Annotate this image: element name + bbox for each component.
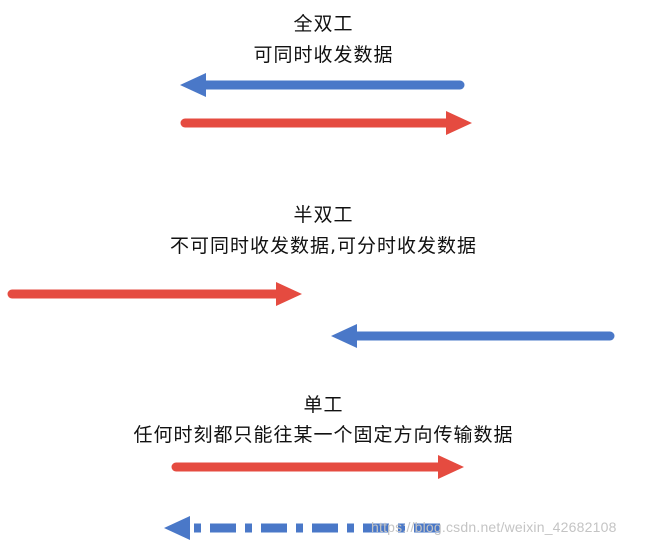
full-duplex-description: 可同时收发数据 (253, 44, 394, 66)
half-duplex-title: 半双工 (293, 204, 354, 226)
simplex-description: 任何时刻都只能往某一个固定方向传输数据 (133, 424, 514, 446)
watermark-url: https://blog.csdn.net/weixin_42682108 (371, 519, 617, 535)
half-duplex-blue-left-arrow (331, 324, 615, 348)
simplex-title: 单工 (303, 394, 344, 416)
simplex-red-right-arrow (171, 455, 464, 479)
simplex-blue-dashed-left-arrow (164, 516, 440, 540)
full-duplex-blue-left-arrow (180, 73, 465, 97)
full-duplex-title: 全双工 (293, 13, 354, 35)
half-duplex-description: 不可同时收发数据,可分时收发数据 (169, 235, 478, 257)
half-duplex-red-right-arrow (7, 282, 302, 306)
full-duplex-red-right-arrow (180, 111, 472, 135)
